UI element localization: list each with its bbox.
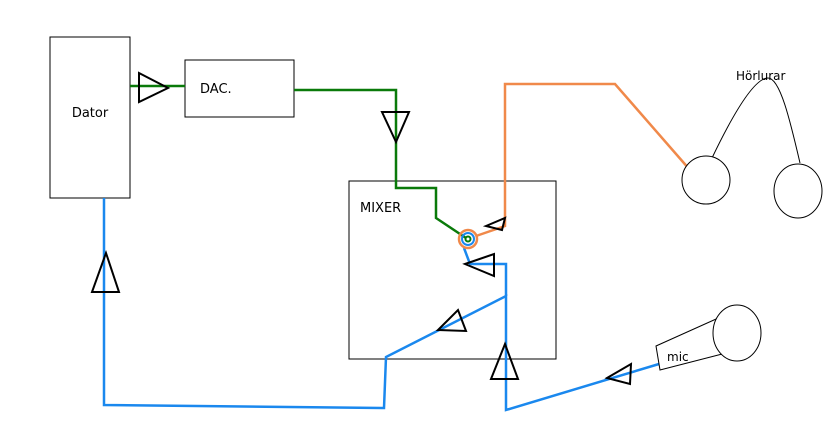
dac-box: DAC. (184, 59, 295, 118)
headphones-label: Hörlurar (736, 69, 786, 83)
arrow-left-icon (462, 252, 495, 278)
mixer-label: MIXER (360, 201, 401, 216)
arrow-right-icon (138, 71, 171, 104)
arrow-left-icon (604, 362, 633, 386)
mixer-box: MIXER (348, 180, 557, 360)
arrow-up-icon (90, 249, 121, 293)
computer-label: Dator (72, 106, 109, 121)
dac-label: DAC. (200, 82, 232, 97)
microphone: mic (655, 304, 762, 371)
computer-box: Dator (49, 36, 131, 199)
headphones: Hörlurar (681, 69, 823, 219)
arrow-left-icon (435, 308, 468, 333)
blue-signal-path (102, 198, 660, 412)
arrow-left-icon (482, 216, 507, 232)
jack-connector (457, 228, 479, 250)
arrow-down-icon (380, 111, 411, 145)
mic-label: mic (667, 350, 689, 364)
arrow-up-icon (489, 341, 520, 380)
